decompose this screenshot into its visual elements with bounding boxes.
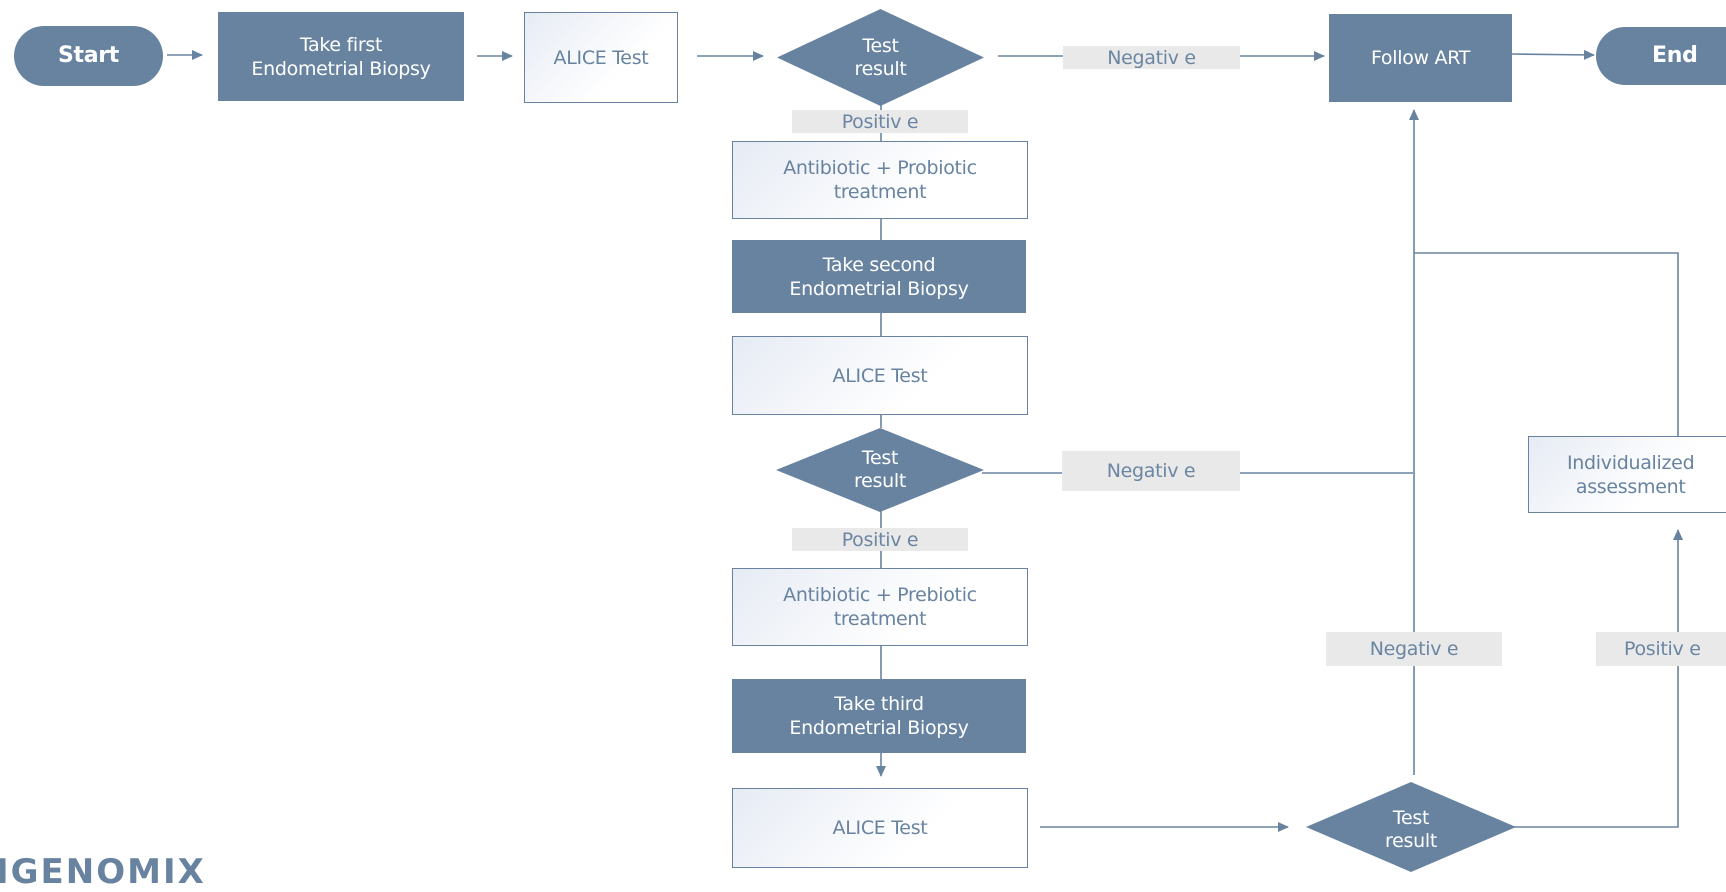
antibiotic-prebiotic-step: Antibiotic + Prebiotic treatment [732,568,1028,646]
individualized-assessment-step: Individualized assessment [1528,436,1726,513]
negative-label-3: Negativ e [1326,632,1502,666]
take-third-biopsy-step: Take third Endometrial Biopsy [732,679,1026,753]
antibiotic-probiotic-step: Antibiotic + Probiotic treatment [732,141,1028,219]
alice-test-step-1: ALICE Test [524,12,678,103]
negative-label-1: Negativ e [1063,46,1240,69]
positive-label-2: Positiv e [792,528,968,551]
follow-art-step: Follow ART [1329,14,1512,102]
take-second-biopsy-step: Take second Endometrial Biopsy [732,240,1026,313]
take-first-biopsy-step: Take first Endometrial Biopsy [218,12,464,101]
negative-label-2: Negativ e [1062,451,1240,491]
alice-test-step-3: ALICE Test [732,788,1028,868]
alice-test-step-2: ALICE Test [732,336,1028,415]
edge-individualized-to-art [1414,252,1679,436]
edge-art-to-end [1511,49,1595,60]
start-terminal: Start [14,26,163,86]
end-terminal: End [1596,27,1726,85]
positive-label-1: Positiv e [792,110,968,133]
positive-label-3: Positiv e [1596,632,1726,666]
edge-result3-positive [1512,529,1683,828]
company-logo: IGENOMIX [0,852,206,892]
